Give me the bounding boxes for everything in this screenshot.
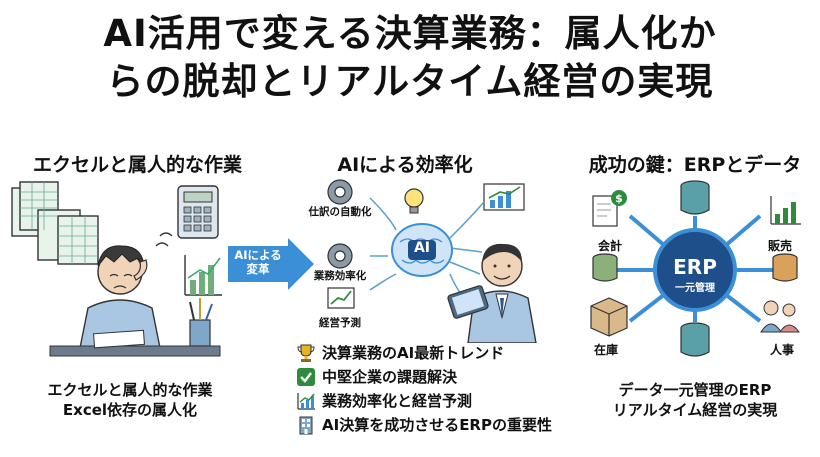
businessman	[447, 243, 537, 343]
bar-chart-icon	[184, 255, 222, 296]
middle-tag-2: 経営予測	[319, 317, 361, 329]
people-icon	[760, 300, 800, 333]
ai-label: AI	[413, 240, 431, 256]
middle-tag-0: 仕訳の自動化	[308, 206, 372, 218]
ai-brain-icon	[391, 223, 453, 277]
right-caption-line1: データ一元管理のERP	[618, 381, 772, 399]
inventory-box-icon	[590, 297, 628, 337]
page-title-line1: AI活用で変える決算業務：属人化か	[103, 12, 717, 55]
bullet-item-1: 中堅企業の課題解決	[296, 366, 457, 387]
left-caption: エクセルと属人的な作業 Excel依存の属人化	[10, 380, 250, 420]
chart-icon	[297, 392, 315, 410]
left-caption-line1: エクセルと属人的な作業	[47, 381, 213, 399]
stressed-worker-illustration	[11, 181, 222, 357]
left-heading: エクセルと属人的な作業	[32, 154, 242, 176]
pencil-cup-icon	[189, 298, 213, 347]
calculator-icon	[177, 185, 219, 239]
checkbox-icon	[297, 367, 315, 386]
arrow-label-line1: AIによる	[234, 248, 282, 262]
bullet-item-2: 業務効率化と経営予測	[296, 390, 472, 411]
erp-title: ERP	[673, 255, 717, 279]
left-caption-line2: Excel依存の属人化	[62, 401, 198, 419]
erp-hub-diagram: $	[590, 180, 801, 357]
node-label-accounting: 会計	[597, 239, 622, 253]
database-icon	[772, 253, 798, 282]
middle-heading: AIによる効率化	[337, 154, 473, 176]
bullet-item-0: 決算業務のAI最新トレンド	[296, 342, 504, 363]
sales-chart-icon	[770, 196, 801, 225]
bullet-text-1: 中堅企業の課題解決	[322, 368, 458, 386]
bullet-item-3: AI決算を成功させるERPの重要性	[296, 414, 552, 435]
erp-center-node	[653, 228, 737, 312]
middle-tag-1: 業務効率化	[313, 270, 367, 282]
trophy-icon	[297, 344, 315, 362]
accounting-document-icon: $	[592, 190, 627, 227]
arrow-label: AIによる 変革	[226, 248, 290, 276]
bullet-text-3: AI決算を成功させるERPの重要性	[322, 416, 552, 434]
database-icon	[680, 180, 710, 215]
page-title-line2: らの脱却とリアルタイム経営の実現	[106, 60, 714, 103]
arrow-label-line2: 変革	[246, 262, 270, 276]
erp-subtitle: 一元管理	[675, 283, 715, 294]
right-caption: データ一元管理のERP リアルタイム経営の実現	[575, 380, 815, 420]
building-icon	[299, 416, 313, 434]
forecast-chart-icon	[327, 287, 355, 309]
lightbulb-icon	[404, 188, 424, 214]
ai-efficiency-illustration	[327, 179, 537, 343]
node-label-inventory: 在庫	[593, 343, 618, 357]
gear-icon	[327, 179, 353, 269]
database-icon	[592, 253, 618, 282]
node-label-hr: 人事	[769, 343, 794, 357]
svg-text:$: $	[615, 192, 623, 205]
transformation-arrow	[228, 238, 314, 290]
right-heading: 成功の鍵：ERPとデータ	[588, 154, 802, 176]
bullet-text-2: 業務効率化と経営予測	[322, 392, 473, 410]
node-label-sales: 販売	[767, 239, 792, 253]
database-icon	[680, 322, 710, 357]
growth-chart-icon	[483, 183, 525, 211]
right-caption-line2: リアルタイム経営の実現	[612, 401, 778, 419]
bullet-text-0: 決算業務のAI最新トレンド	[322, 344, 505, 362]
